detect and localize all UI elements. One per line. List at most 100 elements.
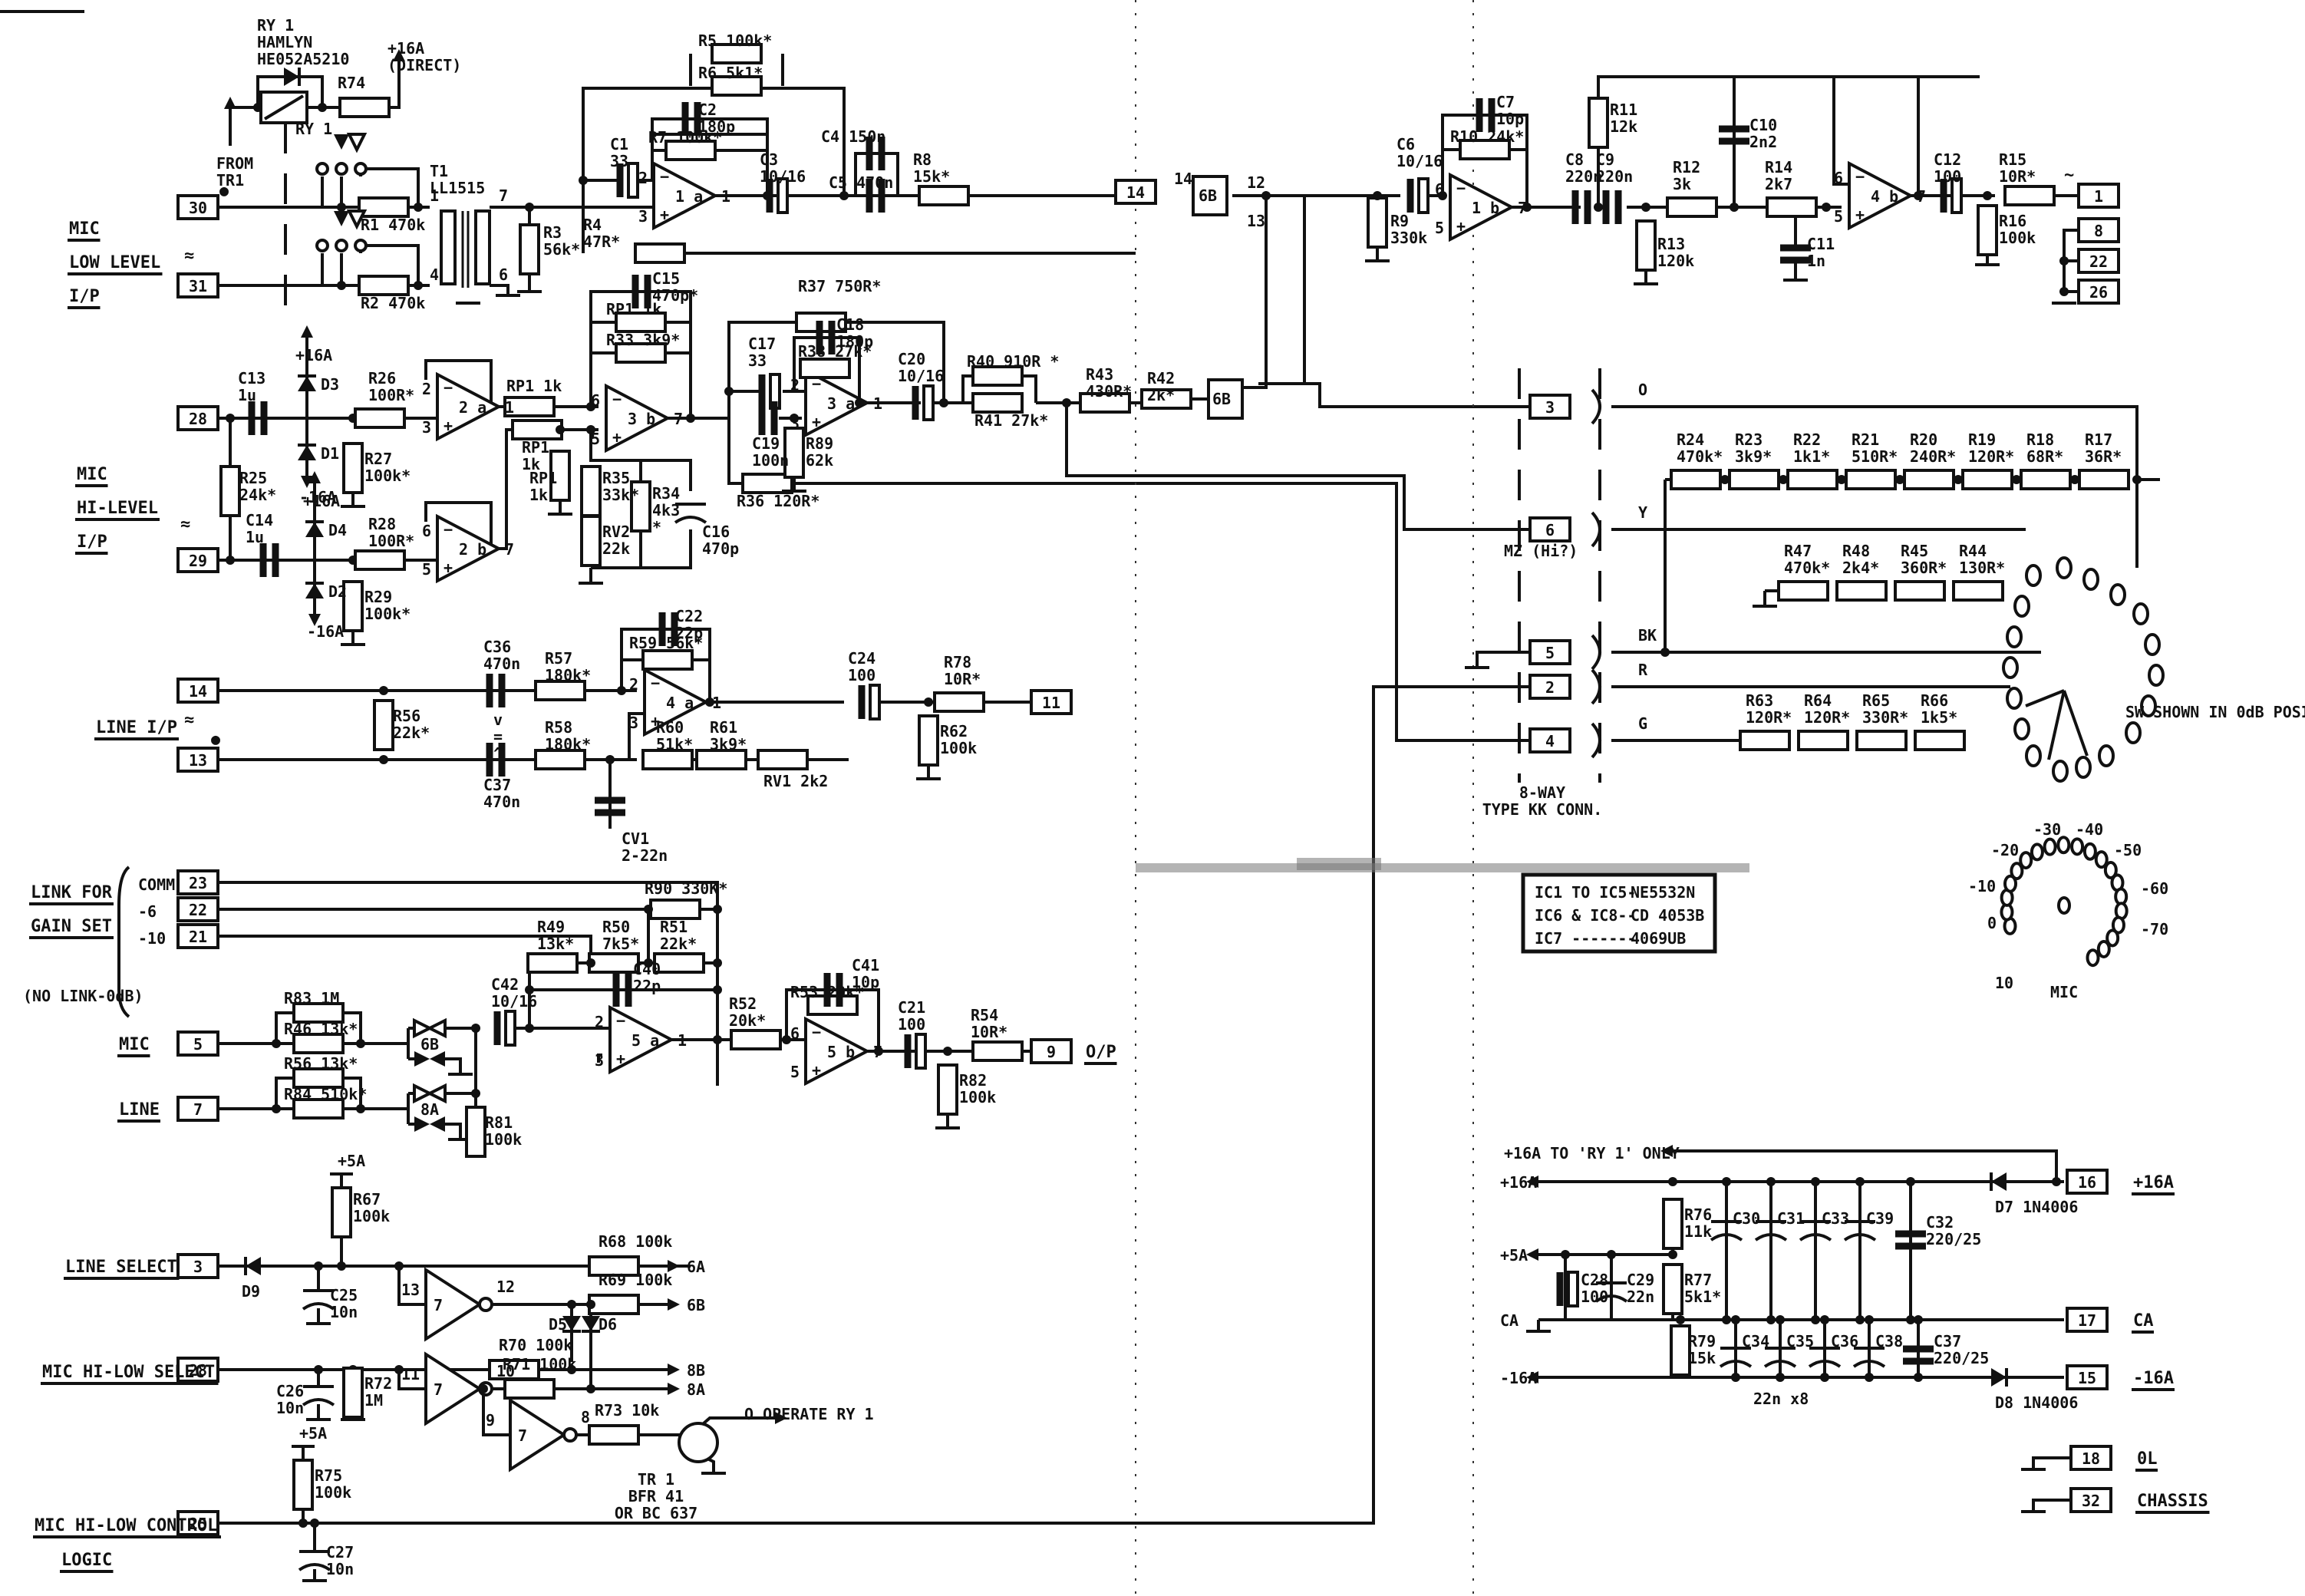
wire	[1796, 1149, 2058, 1182]
resistor-R17	[2078, 469, 2130, 490]
mixer-input-mic-line: MIC	[119, 1035, 150, 1054]
dial-mark-label: 10	[1995, 974, 2013, 992]
switch-contact	[2125, 721, 2142, 744]
resistor-R23	[1728, 469, 1780, 490]
pin-mic-hi-28	[176, 405, 219, 431]
pin-number: 7	[1917, 187, 1926, 206]
rail-label: CA	[1500, 1311, 1519, 1330]
pin-mixer-7	[176, 1096, 219, 1122]
analog-switch-label: 6B	[420, 1035, 439, 1054]
resistor-label-R38: R38 27k*	[798, 342, 872, 361]
junction-dot	[644, 958, 653, 968]
junction-dot	[1914, 1373, 1923, 1382]
junction-dot	[471, 1089, 480, 1098]
opamp-IC5a	[608, 1004, 675, 1075]
arrow-icon	[668, 1298, 680, 1311]
resistor-R58	[534, 749, 586, 770]
dial-mark-label: -70	[2141, 920, 2168, 938]
switch-ground	[445, 1123, 462, 1139]
resistor-R56b	[292, 1067, 345, 1089]
diode-D7	[1991, 1172, 2007, 1191]
gain-option-label: -6	[138, 902, 157, 921]
resistor-RP1a	[503, 396, 556, 417]
diode-null	[284, 68, 299, 86]
mic-control-label-line: MIC HI-LOW CONTROL	[35, 1516, 217, 1535]
junction-dot	[713, 905, 722, 914]
resistor-R18	[2020, 469, 2072, 490]
inverter-bubble	[478, 1297, 493, 1312]
line-select-label-line: LINE SELECT	[65, 1258, 177, 1277]
junction-dot	[525, 1024, 534, 1033]
resistor-R48	[1835, 580, 1888, 602]
resistor-R43	[1079, 392, 1131, 414]
pin-number: 4	[430, 265, 439, 284]
pin-power-17	[2066, 1307, 2109, 1333]
resistor-R41	[971, 392, 1024, 414]
pin-number: 10	[496, 1362, 515, 1380]
junction-dot	[2132, 475, 2142, 484]
resistor-label-R2: R2 470k	[361, 294, 425, 312]
junction-dot	[556, 425, 565, 434]
resistor-R10	[1459, 139, 1511, 160]
rail-label: +5A	[299, 1424, 327, 1443]
resistor-R7	[664, 140, 717, 161]
switch-contact	[2098, 744, 2115, 767]
pin-number: 6	[499, 265, 508, 284]
pin-number: 3	[790, 414, 800, 433]
junction-dot	[1865, 1373, 1874, 1382]
mic-low-title-line: I/P	[69, 287, 100, 306]
pin-number: 5	[422, 560, 431, 579]
diode-label-D5: D5	[549, 1315, 567, 1334]
opamp-label-IC2b: 2 b	[459, 540, 486, 559]
pin-number: 14	[1174, 170, 1192, 188]
pin-number: 8	[581, 1408, 590, 1426]
relay-contact	[354, 162, 368, 176]
opamp-plus-sign: +	[812, 1061, 821, 1080]
inverter-gate	[424, 1267, 483, 1342]
wire	[397, 1370, 426, 1390]
capacitor-plate	[1843, 1233, 1877, 1242]
pin-number: 1	[678, 1031, 687, 1050]
resistor-R67	[331, 1186, 352, 1238]
pin-conn-6	[1528, 516, 1571, 542]
dial-position	[2043, 837, 2057, 856]
pin-out-22-label: 22	[2089, 252, 2108, 271]
diode-D5	[562, 1316, 581, 1331]
pin-number: 6	[790, 1024, 800, 1043]
junction-dot	[1855, 1315, 1865, 1324]
zener-diode	[334, 211, 349, 226]
wire	[1611, 405, 2138, 568]
socket-icon	[1591, 511, 1601, 548]
wire	[1597, 75, 1980, 207]
pin-number: 7	[499, 186, 508, 205]
pin-number: 13	[1247, 212, 1265, 230]
diode-label-D8: D8 1N4006	[1995, 1393, 2078, 1412]
switch-contact	[430, 1051, 445, 1067]
wire	[397, 1266, 426, 1306]
dial-mark-label: -10	[1968, 877, 1996, 895]
junction-dot	[713, 985, 722, 994]
pin-conn-4	[1528, 727, 1571, 753]
junction-dot	[1668, 1177, 1677, 1186]
pin-line-select-3-label: 3	[193, 1258, 203, 1276]
mic-low-title-line: LOW LEVEL	[69, 253, 160, 272]
phase-dot: ●	[211, 730, 220, 748]
pin-mixer-5-label: 5	[193, 1035, 203, 1054]
junction-dot	[586, 958, 595, 968]
junction-dot	[567, 1365, 576, 1374]
switch-contact	[430, 1116, 445, 1132]
